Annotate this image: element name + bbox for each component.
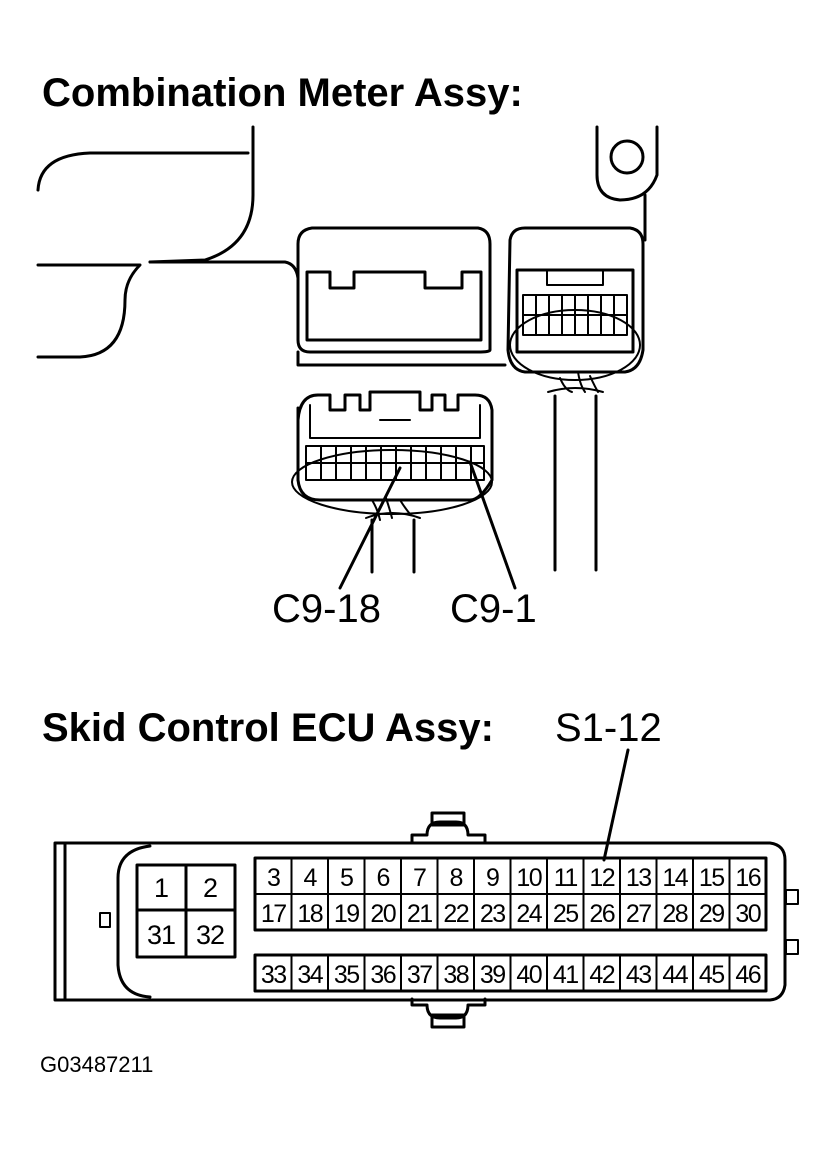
- pin-label-17: 17: [261, 900, 286, 928]
- pin-label-26: 26: [589, 900, 614, 928]
- pin-label-27: 27: [626, 900, 651, 928]
- pin-label-1: 1: [154, 873, 168, 903]
- meter-title: Combination Meter Assy:: [42, 71, 523, 115]
- pin-label-31: 31: [147, 920, 175, 950]
- pin-label-33: 33: [261, 961, 286, 989]
- pin-label-25: 25: [553, 900, 578, 928]
- pin-label-35: 35: [334, 961, 359, 989]
- pin-label-19: 19: [334, 900, 359, 928]
- pin-label-2: 2: [203, 873, 217, 903]
- harness-plug-c9: [291, 390, 494, 574]
- pin-label-28: 28: [662, 900, 687, 928]
- pin-label-14: 14: [662, 864, 688, 892]
- pin-label-41: 41: [553, 961, 578, 989]
- meter-socket-right: [506, 226, 645, 572]
- pin-label-37: 37: [407, 961, 432, 989]
- callout-s1-12: S1-12: [555, 706, 662, 750]
- mounting-hole-icon: [609, 139, 645, 175]
- pin-label-18: 18: [297, 900, 322, 928]
- meter-socket-c9: [296, 226, 492, 354]
- pin-label-21: 21: [407, 900, 432, 928]
- pin-label-43: 43: [626, 961, 651, 989]
- pin-label-13: 13: [626, 864, 651, 892]
- pin-label-23: 23: [480, 900, 505, 928]
- pin-label-22: 22: [443, 900, 468, 928]
- pin-label-39: 39: [480, 961, 505, 989]
- pin-label-5: 5: [340, 864, 353, 892]
- callout-leaders-meter: [338, 460, 517, 590]
- pin-label-12: 12: [589, 864, 614, 892]
- pin-label-42: 42: [589, 961, 614, 989]
- pin-label-7: 7: [413, 864, 426, 892]
- pin-label-36: 36: [370, 961, 395, 989]
- meter-housing: [36, 125, 659, 367]
- pin-label-24: 24: [516, 900, 542, 928]
- pin-label-10: 10: [516, 864, 541, 892]
- pin-label-34: 34: [297, 961, 323, 989]
- pin-label-46: 46: [735, 961, 760, 989]
- pin-label-8: 8: [450, 864, 463, 892]
- callout-c9-18: C9-18: [272, 587, 381, 631]
- pin-label-30: 30: [735, 900, 760, 928]
- pin-label-9: 9: [486, 864, 499, 892]
- callout-c9-1: C9-1: [450, 587, 537, 631]
- pin-label-6: 6: [377, 864, 390, 892]
- ecu-title: Skid Control ECU Assy:: [42, 706, 494, 750]
- pin-label-38: 38: [443, 961, 468, 989]
- pin-label-16: 16: [735, 864, 760, 892]
- pin-label-32: 32: [196, 920, 224, 950]
- pin-label-29: 29: [699, 900, 724, 928]
- pin-label-11: 11: [554, 864, 578, 892]
- pin-label-3: 3: [267, 864, 280, 892]
- pin-label-20: 20: [370, 900, 395, 928]
- pin-label-40: 40: [516, 961, 541, 989]
- pin-label-45: 45: [699, 961, 724, 989]
- pin-label-15: 15: [699, 864, 724, 892]
- figure-id: G03487211: [40, 1052, 153, 1077]
- pin-label-44: 44: [662, 961, 688, 989]
- pin-label-4: 4: [304, 864, 318, 892]
